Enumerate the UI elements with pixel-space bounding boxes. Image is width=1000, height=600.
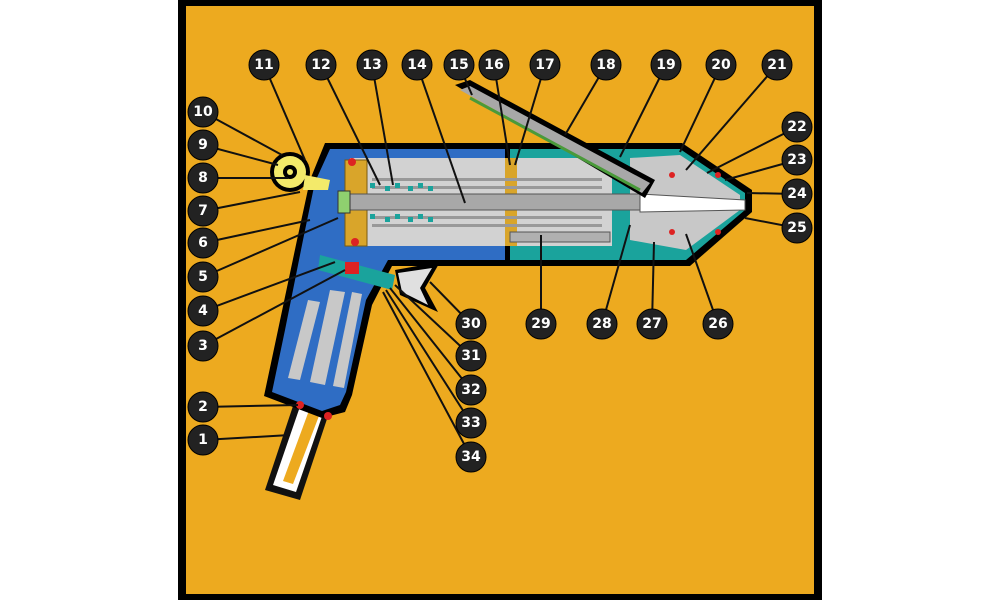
o-rings — [296, 158, 721, 420]
piston-rod — [339, 193, 641, 211]
callout-15: 15 — [443, 49, 475, 81]
callout-32: 32 — [455, 374, 487, 406]
callout-16: 16 — [478, 49, 510, 81]
callout-23: 23 — [781, 144, 813, 176]
callout-5: 5 — [187, 261, 219, 293]
callout-13: 13 — [356, 49, 388, 81]
callout-33: 33 — [455, 407, 487, 439]
callout-10: 10 — [187, 96, 219, 128]
svg-text:11: 11 — [254, 57, 273, 73]
svg-text:15: 15 — [449, 57, 468, 73]
callout-3: 3 — [187, 330, 219, 362]
callout-28: 28 — [586, 308, 618, 340]
svg-text:14: 14 — [407, 57, 427, 73]
svg-text:4: 4 — [198, 303, 208, 319]
callout-11: 11 — [248, 49, 280, 81]
callout-17: 17 — [529, 49, 561, 81]
svg-text:33: 33 — [461, 415, 480, 431]
svg-text:12: 12 — [311, 57, 330, 73]
callout-12: 12 — [305, 49, 337, 81]
svg-text:31: 31 — [461, 348, 480, 364]
callout-24: 24 — [781, 178, 813, 210]
svg-text:8: 8 — [198, 170, 208, 186]
svg-text:17: 17 — [535, 57, 554, 73]
svg-text:24: 24 — [787, 186, 807, 202]
spring — [370, 183, 433, 222]
svg-text:3: 3 — [198, 338, 208, 354]
callout-21: 21 — [761, 49, 793, 81]
svg-text:21: 21 — [767, 57, 786, 73]
svg-text:34: 34 — [461, 449, 481, 465]
callout-18: 18 — [590, 49, 622, 81]
callout-1: 1 — [187, 424, 219, 456]
svg-text:22: 22 — [787, 119, 806, 135]
callouts: 1 2 3 4 5 6 7 8 9 10 11 12 13 14 15 16 1… — [187, 49, 813, 473]
callout-31: 31 — [455, 340, 487, 372]
svg-text:20: 20 — [711, 57, 731, 73]
svg-text:1: 1 — [198, 432, 208, 448]
svg-text:23: 23 — [787, 152, 806, 168]
svg-text:2: 2 — [198, 399, 208, 415]
svg-text:7: 7 — [198, 203, 208, 219]
callout-34: 34 — [455, 441, 487, 473]
callout-30: 30 — [455, 308, 487, 340]
svg-text:13: 13 — [362, 57, 381, 73]
svg-text:26: 26 — [708, 316, 727, 332]
svg-text:27: 27 — [642, 316, 661, 332]
svg-text:5: 5 — [198, 269, 208, 285]
svg-text:6: 6 — [198, 235, 208, 251]
svg-text:19: 19 — [656, 57, 675, 73]
svg-text:9: 9 — [198, 137, 208, 153]
callout-26: 26 — [702, 308, 734, 340]
svg-text:32: 32 — [461, 382, 480, 398]
air-valve — [270, 152, 330, 192]
trigger — [318, 255, 440, 312]
callout-6: 6 — [187, 227, 219, 259]
callout-7: 7 — [187, 195, 219, 227]
callout-25: 25 — [781, 212, 813, 244]
svg-text:25: 25 — [787, 220, 806, 236]
svg-text:10: 10 — [193, 104, 213, 120]
callout-2: 2 — [187, 391, 219, 423]
callout-9: 9 — [187, 129, 219, 161]
callout-20: 20 — [705, 49, 737, 81]
nozzle — [639, 193, 746, 213]
callout-29: 29 — [525, 308, 557, 340]
diagram-background — [186, 6, 814, 594]
svg-text:18: 18 — [596, 57, 615, 73]
svg-text:16: 16 — [484, 57, 503, 73]
callout-27: 27 — [636, 308, 668, 340]
callout-22: 22 — [781, 111, 813, 143]
rod-end — [337, 190, 351, 214]
callout-8: 8 — [187, 162, 219, 194]
angled-tube — [455, 80, 655, 198]
callout-14: 14 — [401, 49, 433, 81]
svg-text:28: 28 — [592, 316, 611, 332]
callout-4: 4 — [187, 295, 219, 327]
svg-text:29: 29 — [531, 316, 550, 332]
callout-19: 19 — [650, 49, 682, 81]
svg-text:30: 30 — [461, 316, 481, 332]
